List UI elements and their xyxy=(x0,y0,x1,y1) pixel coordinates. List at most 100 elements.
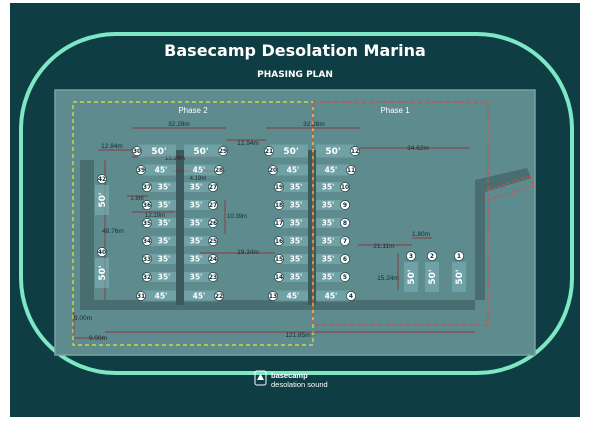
slip-number: 5 xyxy=(343,274,347,281)
slip xyxy=(184,144,222,158)
slip-number: 25 xyxy=(209,238,217,245)
tree-icon-shape xyxy=(257,373,264,380)
slip-size-label: 35' xyxy=(158,273,171,282)
slip-number: 4 xyxy=(349,293,353,300)
slip-number-badge xyxy=(214,165,224,175)
slip xyxy=(184,254,212,264)
slip-size-label: 35' xyxy=(190,183,203,192)
slip-size-label: 45' xyxy=(193,292,206,301)
slip xyxy=(280,218,308,228)
side-slip xyxy=(452,262,466,292)
slip-number-badge xyxy=(346,291,356,301)
slip-number: 9 xyxy=(343,202,347,209)
slip-number: 18 xyxy=(275,202,283,209)
slip-size-label: 35' xyxy=(290,237,303,246)
slip-size-label: 45' xyxy=(155,166,168,175)
slip-number: 26 xyxy=(209,220,217,227)
slip-number: 32 xyxy=(143,274,151,281)
slip-number-badge xyxy=(274,200,284,210)
slip-size-label: 35' xyxy=(322,273,335,282)
track-outline xyxy=(19,32,574,375)
slip-size-label: 50' xyxy=(98,192,108,207)
phase-1-gangway-boundary xyxy=(487,175,535,201)
slip-size-label: 35' xyxy=(158,219,171,228)
slip-number: 6 xyxy=(343,256,347,263)
slip-number-badge xyxy=(208,272,218,282)
slip-number: 27 xyxy=(209,202,217,209)
slip-number: 7 xyxy=(343,238,347,245)
slip xyxy=(142,290,176,302)
slip-number-badge xyxy=(340,182,350,192)
slip-number: 2 xyxy=(430,253,434,260)
slip-number: 35 xyxy=(143,220,151,227)
slip-size-label: 35' xyxy=(158,255,171,264)
slip xyxy=(184,200,212,210)
slip-number-badge xyxy=(142,218,152,228)
slip-number-badge xyxy=(136,291,146,301)
slip xyxy=(274,290,308,302)
slip xyxy=(148,272,176,282)
slip-number-badge xyxy=(350,146,360,156)
slip-size-label: 35' xyxy=(290,255,303,264)
slip-size-label: 35' xyxy=(190,201,203,210)
slip-number: 10 xyxy=(341,184,349,191)
slip xyxy=(316,290,350,302)
slip xyxy=(148,254,176,264)
slip xyxy=(280,200,308,210)
slip-size-label: 45' xyxy=(325,292,338,301)
slip-number-badge xyxy=(142,236,152,246)
slip-number-badge xyxy=(274,182,284,192)
slip-number: 30 xyxy=(133,148,141,155)
phase-1-label: Phase 1 xyxy=(380,106,410,115)
slip-size-label: 35' xyxy=(322,219,335,228)
slip-number: 3 xyxy=(409,253,413,260)
slip-number-badge xyxy=(142,182,152,192)
slip-number: 15 xyxy=(275,256,283,263)
dim-label: 121.85m xyxy=(285,332,310,339)
slip-number: 34 xyxy=(143,238,151,245)
slip-number-badge xyxy=(208,200,218,210)
west-dock xyxy=(80,160,94,310)
slip-number: 11 xyxy=(347,167,355,174)
slip-size-label: 35' xyxy=(290,201,303,210)
page-subtitle: PHASING PLAN xyxy=(257,70,333,80)
slip-number-badge xyxy=(142,254,152,264)
slip xyxy=(316,218,344,228)
dim-label: 4.19m xyxy=(190,176,207,182)
slip-number-badge xyxy=(274,218,284,228)
slip xyxy=(148,182,176,192)
side-slip xyxy=(95,185,109,215)
slip-size-label: 50' xyxy=(407,269,417,284)
slip xyxy=(280,182,308,192)
slip-number-badge xyxy=(427,251,437,261)
slip-number: 29 xyxy=(219,148,227,155)
slip-size-label: 35' xyxy=(322,183,335,192)
slip-number: 1 xyxy=(457,253,461,260)
slip-size-label: 45' xyxy=(193,166,206,175)
slip-number: 19 xyxy=(275,184,283,191)
dim-label: 12.94m xyxy=(237,140,259,147)
slip-number: 14 xyxy=(275,274,283,281)
tree-icon xyxy=(254,370,267,386)
slip-size-label: 50' xyxy=(455,269,465,284)
logo-line-1: basecamp xyxy=(271,371,308,380)
slip xyxy=(138,144,176,158)
slip-number-badge xyxy=(340,254,350,264)
slip-number-badge xyxy=(454,251,464,261)
dim-label: 9.00m xyxy=(89,335,107,342)
slip-number: 31 xyxy=(137,293,145,300)
slip-number-badge xyxy=(218,146,228,156)
slip-number: 23 xyxy=(209,274,217,281)
slip-size-label: 50' xyxy=(428,269,438,284)
slip-size-label: 35' xyxy=(290,183,303,192)
phase-2-boundary xyxy=(72,101,314,346)
slip xyxy=(316,164,350,176)
slip xyxy=(148,236,176,246)
slip xyxy=(316,236,344,246)
slip xyxy=(316,144,354,158)
slip-size-label: 35' xyxy=(322,201,335,210)
slip-number: 33 xyxy=(143,256,151,263)
slip-size-label: 50' xyxy=(325,147,340,157)
slip-number: 42 xyxy=(98,176,106,183)
slip-size-label: 45' xyxy=(287,166,300,175)
